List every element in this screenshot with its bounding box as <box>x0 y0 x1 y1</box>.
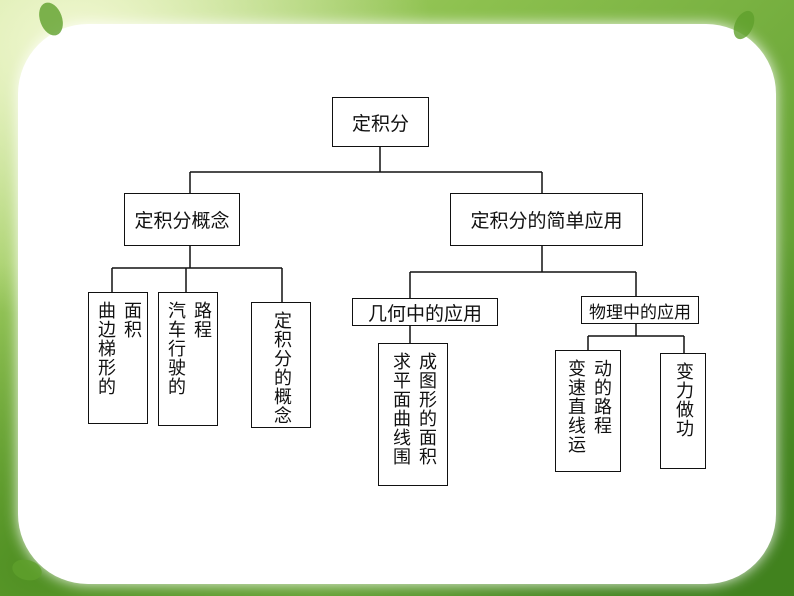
concept-item-curved-trapezoid-area: 面积 曲边梯形的 <box>88 292 148 424</box>
item-text-column: 成图形的面积 <box>416 352 437 466</box>
item-text-column: 动的路程 <box>591 359 612 435</box>
item-text-column: 求平面曲线围 <box>390 352 411 466</box>
root-node: 定积分 <box>332 97 429 147</box>
physics-item-variable-force-work: 变力做功 <box>660 353 706 469</box>
application-node: 定积分的简单应用 <box>450 193 643 246</box>
physics-application-node: 物理中的应用 <box>581 296 699 324</box>
item-text-column: 定积分的概念 <box>271 311 292 425</box>
item-text-column: 汽车行驶的 <box>165 301 186 396</box>
concept-node: 定积分概念 <box>124 193 240 246</box>
item-text-column: 路程 <box>191 301 212 339</box>
root-label: 定积分 <box>351 112 409 135</box>
concept-item-car-distance: 路程 汽车行驶的 <box>158 292 218 426</box>
physics-application-label: 物理中的应用 <box>589 302 691 323</box>
item-text-column: 曲边梯形的 <box>95 301 116 396</box>
item-text-column: 变速直线运 <box>565 359 586 454</box>
geometry-item-plane-area: 成图形的面积 求平面曲线围 <box>378 343 448 486</box>
item-text-column: 变力做功 <box>673 362 694 438</box>
item-text-column: 面积 <box>121 301 142 339</box>
physics-item-variable-speed-distance: 动的路程 变速直线运 <box>555 350 621 472</box>
geometry-application-node: 几何中的应用 <box>352 298 498 326</box>
application-label: 定积分的简单应用 <box>470 210 623 232</box>
geometry-application-label: 几何中的应用 <box>367 302 482 325</box>
concept-label: 定积分概念 <box>134 210 230 232</box>
concept-item-definite-integral-concept: 定积分的概念 <box>251 302 311 428</box>
